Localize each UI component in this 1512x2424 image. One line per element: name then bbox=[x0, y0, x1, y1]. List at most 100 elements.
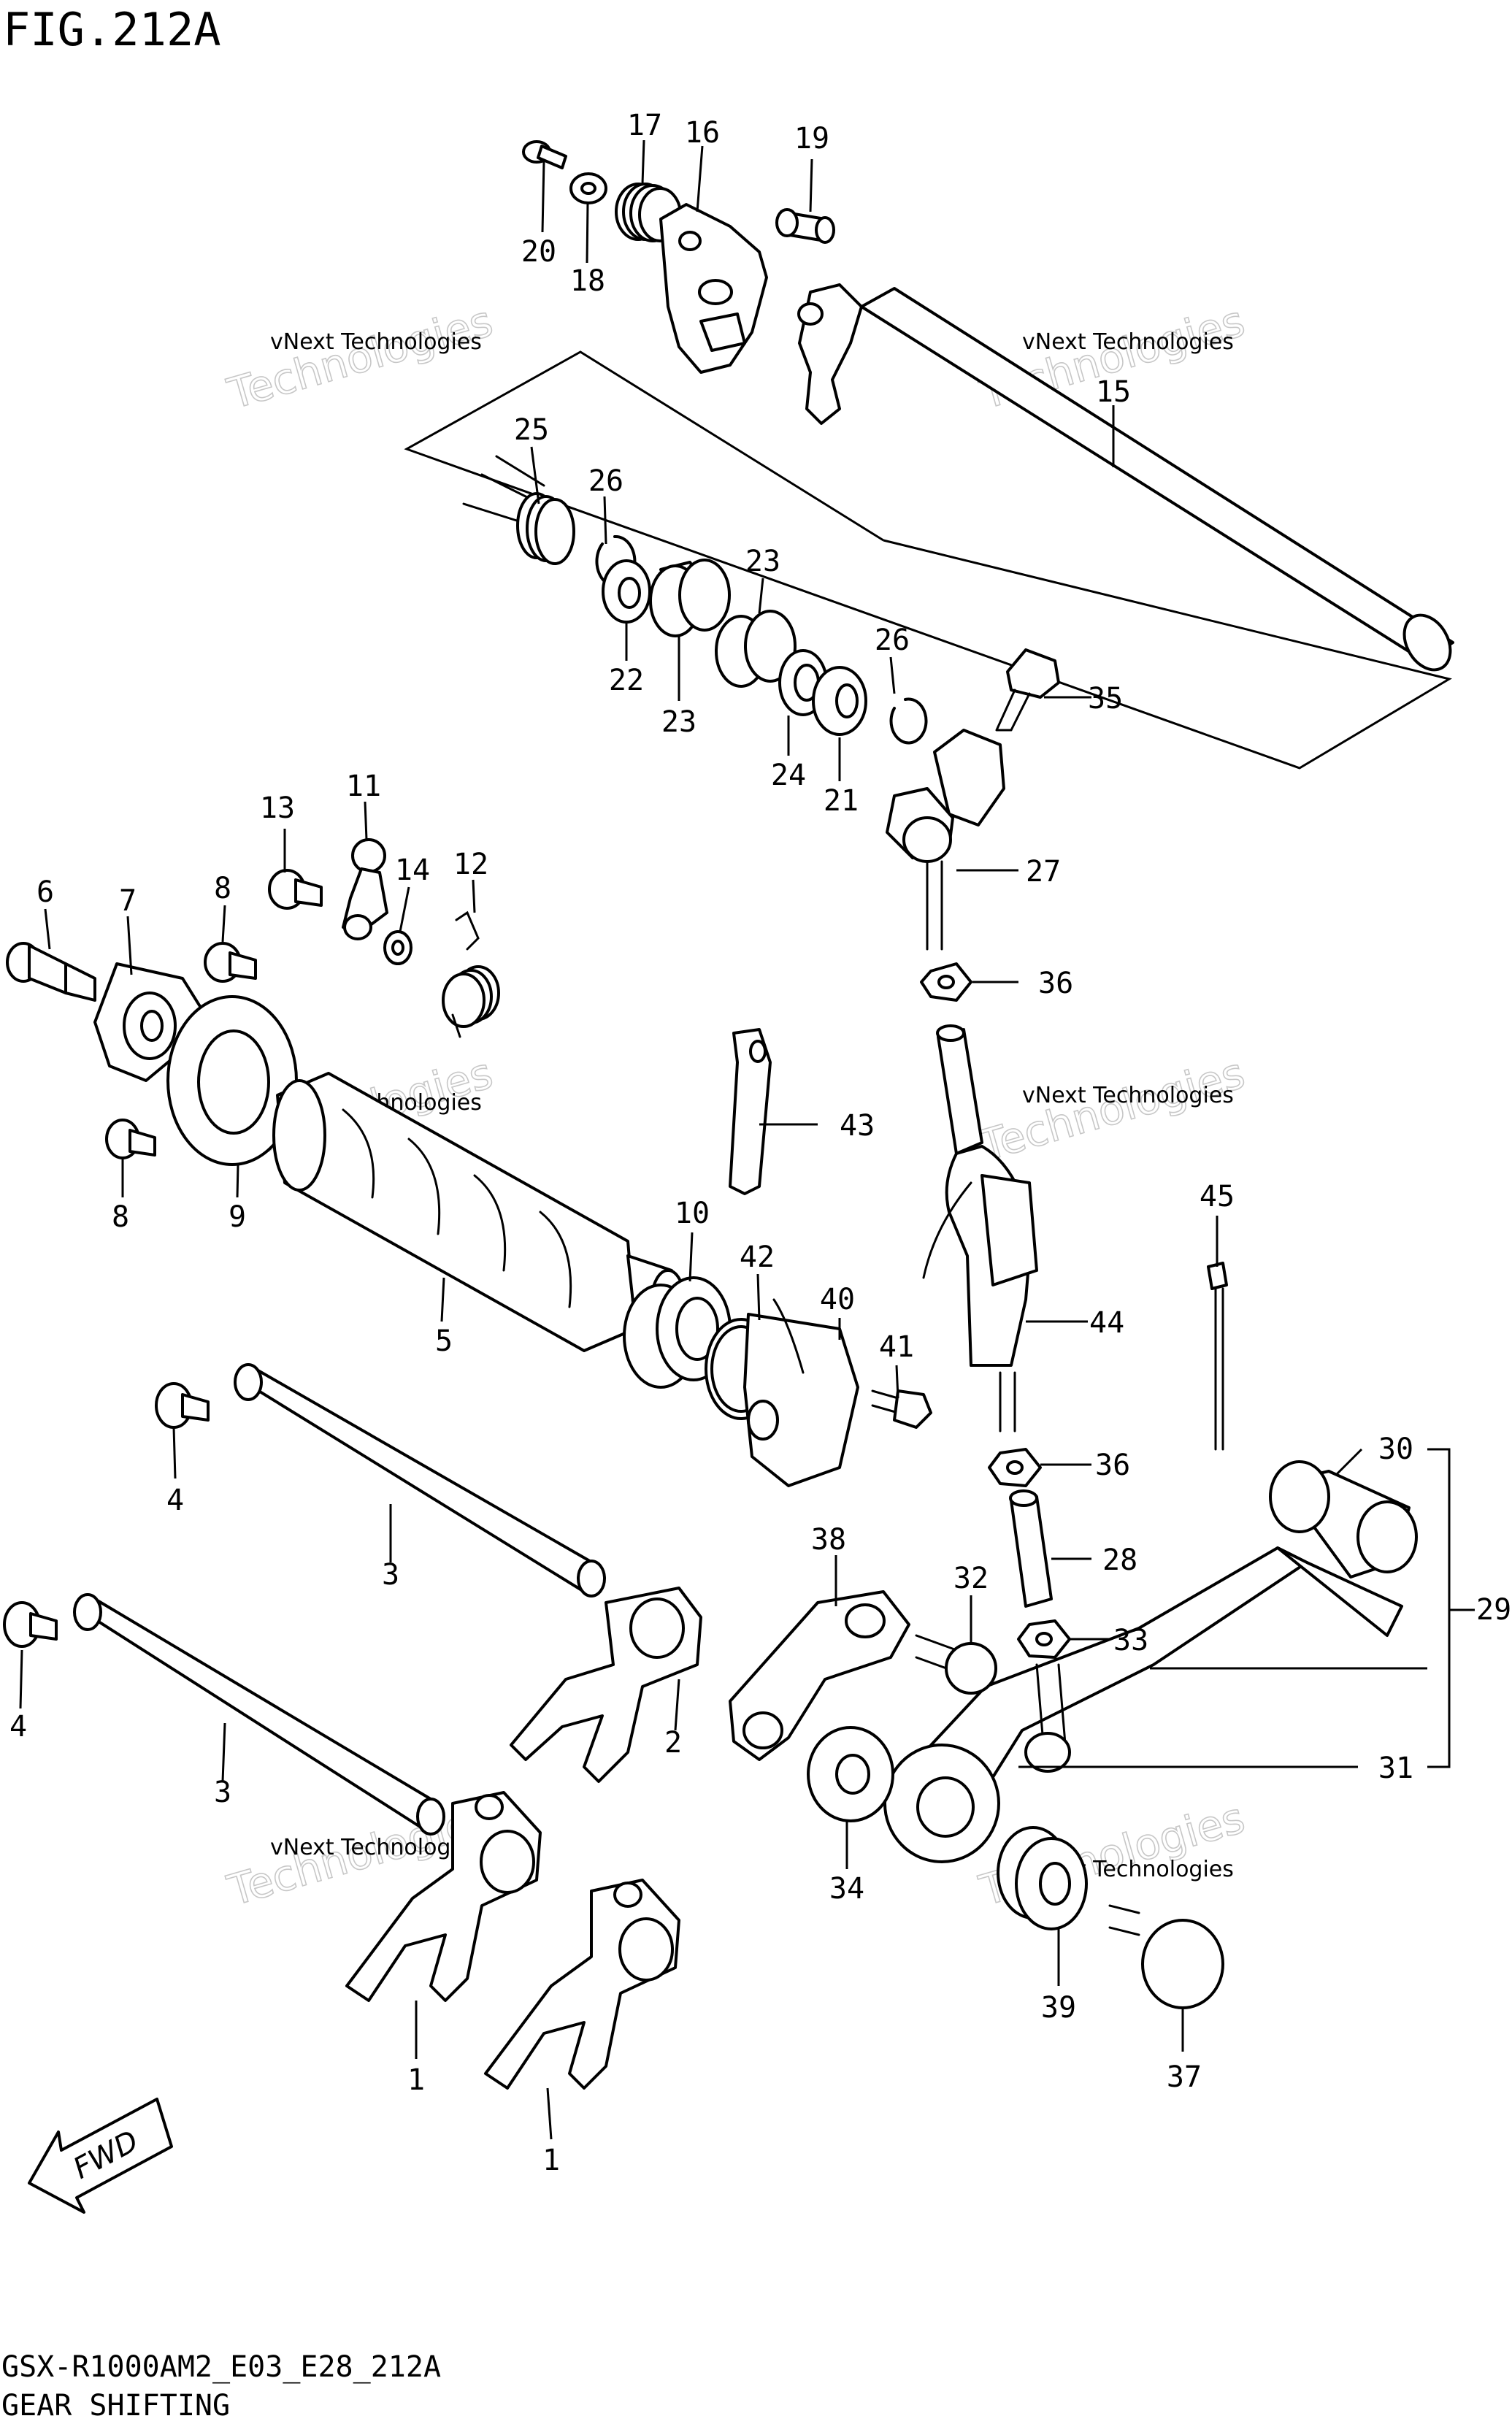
callout-45: 45 bbox=[1200, 1180, 1235, 1213]
callout-1-left: 1 bbox=[407, 2063, 425, 2097]
bracket-29 bbox=[1427, 1448, 1451, 1768]
screw-41 bbox=[871, 1389, 932, 1429]
callout-36-lower: 36 bbox=[1095, 1449, 1130, 1482]
screw-20 bbox=[522, 140, 567, 169]
callout-41: 41 bbox=[879, 1330, 914, 1364]
callout-2: 2 bbox=[664, 1726, 682, 1760]
spring-17 bbox=[615, 183, 682, 242]
clip-26-lower bbox=[889, 697, 928, 745]
shift-fork-1-right bbox=[484, 1879, 680, 2090]
callout-5: 5 bbox=[435, 1324, 453, 1358]
callout-8-lower: 8 bbox=[112, 1200, 129, 1234]
callout-3-upper: 3 bbox=[382, 1558, 399, 1592]
washer-34 bbox=[807, 1726, 894, 1822]
diagram-title: GEAR SHIFTING bbox=[1, 2389, 230, 2423]
callout-34: 34 bbox=[829, 1872, 864, 1906]
callout-35: 35 bbox=[1088, 682, 1123, 716]
bolt-4-upper bbox=[155, 1382, 210, 1429]
callout-27: 27 bbox=[1026, 855, 1061, 889]
rod-44 bbox=[922, 1024, 1038, 1432]
shift-lever-31 bbox=[882, 1546, 1403, 1863]
svg-text:Technologies: Technologies bbox=[974, 1048, 1250, 1170]
rod-28 bbox=[1009, 1489, 1053, 1608]
bolt-13 bbox=[268, 869, 323, 910]
bolt-4-lower bbox=[3, 1601, 58, 1648]
callout-4-lower: 4 bbox=[9, 1710, 27, 1744]
callout-7: 7 bbox=[119, 884, 137, 918]
callout-16: 16 bbox=[685, 116, 720, 150]
callout-29: 29 bbox=[1476, 1593, 1511, 1627]
pin-19 bbox=[775, 208, 835, 244]
callout-22: 22 bbox=[609, 664, 644, 697]
shift-shaft-15 bbox=[797, 283, 1454, 672]
callout-37: 37 bbox=[1167, 2060, 1202, 2094]
callout-30: 30 bbox=[1378, 1432, 1413, 1466]
bolt-6 bbox=[6, 942, 96, 1002]
figure-title: FIG.212A bbox=[3, 3, 221, 56]
watermark-mid-right: Technologies vNext Technologies bbox=[973, 1048, 1250, 1172]
svg-text:vNext Technologies: vNext Technologies bbox=[270, 329, 482, 355]
washer-18 bbox=[569, 172, 607, 204]
cable-tie-45 bbox=[1207, 1262, 1228, 1451]
callout-23-upper: 23 bbox=[745, 545, 780, 578]
callout-8-upper: 8 bbox=[214, 872, 231, 905]
callout-31: 31 bbox=[1378, 1752, 1413, 1785]
shaft-3-upper bbox=[234, 1363, 606, 1598]
callout-42: 42 bbox=[740, 1240, 775, 1274]
callout-26-upper: 26 bbox=[588, 464, 623, 498]
bolt-35 bbox=[995, 648, 1060, 732]
spring-12 bbox=[442, 910, 500, 1038]
callout-3-lower: 3 bbox=[214, 1776, 231, 1809]
callout-24: 24 bbox=[771, 759, 806, 792]
svg-text:vNext Technologies: vNext Technologies bbox=[1022, 1083, 1234, 1108]
svg-text:vNext Technologies: vNext Technologies bbox=[1022, 329, 1234, 355]
shift-fork-2 bbox=[510, 1587, 702, 1783]
callout-15: 15 bbox=[1096, 375, 1131, 409]
callout-43: 43 bbox=[840, 1109, 875, 1143]
guide-43 bbox=[729, 1028, 772, 1195]
callout-1-right: 1 bbox=[542, 2144, 560, 2177]
model-code: GSX-R1000AM2_E03_E28_212A bbox=[1, 2350, 441, 2384]
callout-4-upper: 4 bbox=[166, 1484, 184, 1517]
bolt-8-upper bbox=[204, 942, 257, 983]
callout-36-upper: 36 bbox=[1038, 967, 1073, 1000]
callout-12: 12 bbox=[453, 848, 488, 881]
callout-10: 10 bbox=[675, 1197, 710, 1230]
callout-38: 38 bbox=[811, 1523, 846, 1557]
shift-fork-1-left bbox=[345, 1791, 542, 2002]
callout-25: 25 bbox=[514, 413, 549, 447]
watermark-top-left: Technologies vNext Technologies bbox=[221, 296, 498, 420]
bearing-10 bbox=[623, 1276, 732, 1389]
fwd-arrow: FWD bbox=[28, 2098, 173, 2214]
svg-text:vNext Technologies: vNext Technologies bbox=[270, 1835, 482, 1860]
callout-14: 14 bbox=[395, 854, 430, 887]
callout-6: 6 bbox=[37, 875, 54, 909]
callouts: 20 18 17 16 19 15 25 26 22 23 23 24 26 2… bbox=[9, 109, 1511, 2177]
callout-17: 17 bbox=[627, 109, 662, 142]
nut-36-lower bbox=[988, 1448, 1042, 1487]
washer-22 bbox=[602, 559, 651, 624]
callout-20: 20 bbox=[521, 235, 556, 269]
callout-26-lower: 26 bbox=[875, 624, 910, 657]
callout-44: 44 bbox=[1089, 1306, 1124, 1340]
shaft-3-lower bbox=[73, 1593, 445, 1836]
nut-33 bbox=[1017, 1619, 1071, 1659]
pedal-rubber-30 bbox=[1269, 1460, 1418, 1579]
callout-13: 13 bbox=[260, 791, 295, 825]
bolt-32 bbox=[915, 1634, 997, 1695]
assembly-bracket bbox=[404, 350, 1452, 770]
sensor-40 bbox=[743, 1298, 859, 1487]
washer-21 bbox=[812, 666, 867, 736]
shift-arm-27 bbox=[886, 729, 1005, 951]
washer-39 bbox=[997, 1826, 1088, 1930]
washer-14 bbox=[383, 930, 412, 965]
callout-40: 40 bbox=[820, 1283, 855, 1316]
link-arm-38 bbox=[729, 1590, 910, 1761]
callout-33: 33 bbox=[1113, 1624, 1148, 1657]
nut-36-upper bbox=[920, 962, 972, 1002]
bolt-8-lower bbox=[105, 1119, 156, 1159]
spring-25 bbox=[462, 455, 575, 565]
callout-32: 32 bbox=[953, 1562, 989, 1595]
bolt-37 bbox=[1108, 1904, 1224, 2009]
